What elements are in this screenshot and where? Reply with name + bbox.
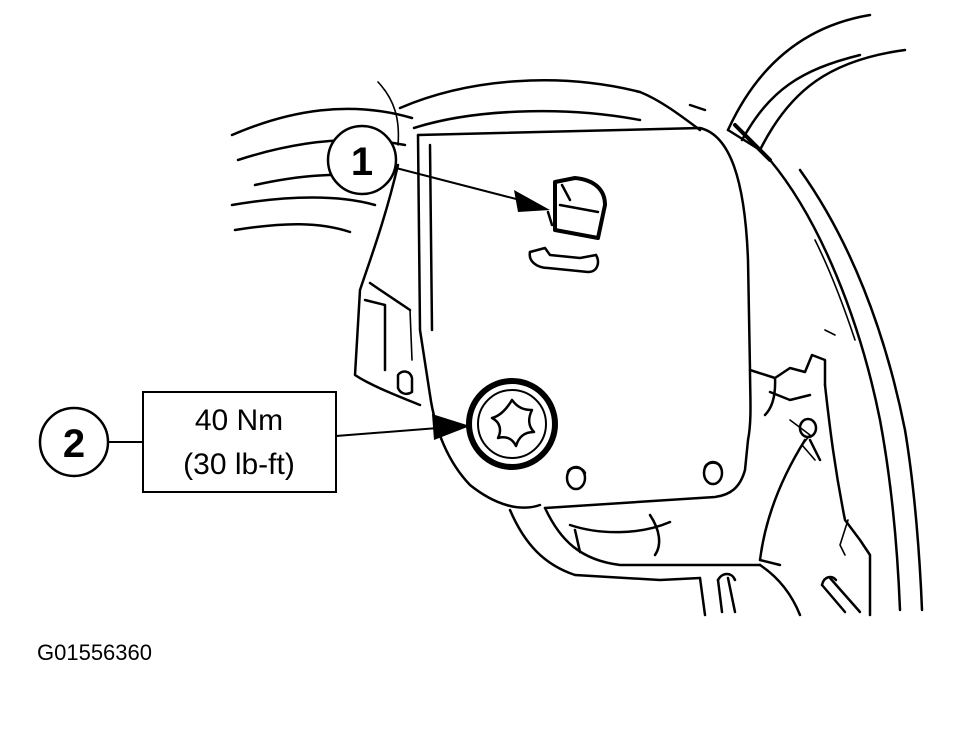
callout-1: 1 [326, 124, 550, 212]
component-illustration [230, 13, 924, 617]
torx-bolt [466, 378, 558, 470]
callout-2-arrowhead [432, 414, 470, 440]
torque-spec-imperial: (30 lb-ft) [183, 448, 295, 481]
callout-2-number: 2 [63, 422, 85, 466]
figure-id: G01556360 [37, 640, 152, 665]
torque-spec-box [142, 391, 337, 493]
callout-1-arrowhead [514, 190, 550, 212]
torque-spec-metric: 40 Nm [195, 404, 283, 437]
callout-2-leader-line [335, 427, 439, 437]
callout-1-number: 1 [351, 140, 373, 184]
callout-1-leader-line [395, 167, 521, 201]
callout-2: 2 40 Nm (30 lb-ft) [38, 391, 470, 493]
